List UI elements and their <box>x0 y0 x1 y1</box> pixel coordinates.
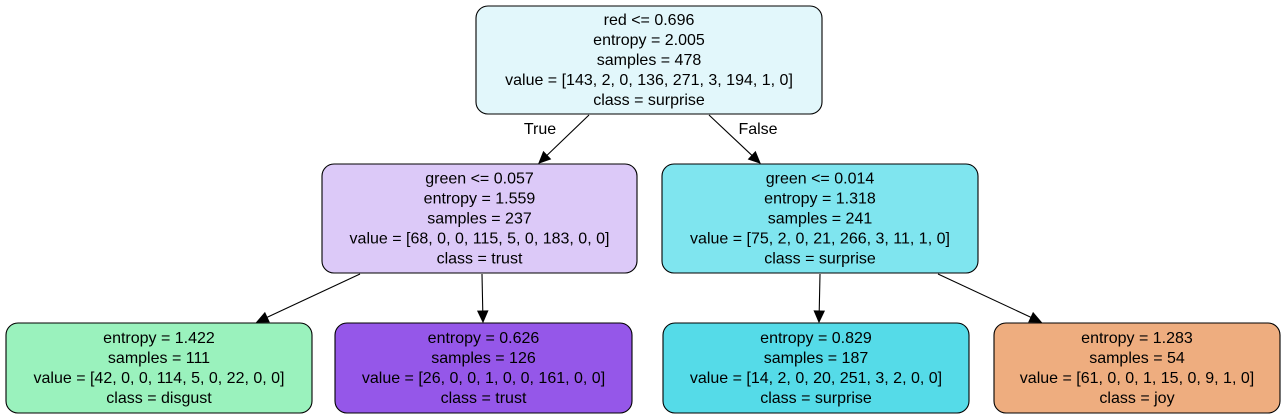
node-text-line: class = joy <box>1099 390 1174 407</box>
node-text-line: value = [75, 2, 0, 21, 266, 3, 11, 1, 0] <box>690 231 950 248</box>
node-text-line: samples = 187 <box>764 350 869 367</box>
edge-label: False <box>738 121 777 138</box>
edge-root-right: False <box>708 114 778 164</box>
edges-layer: True False <box>255 114 1043 324</box>
edge-right-rr <box>937 273 1043 323</box>
arrowhead-icon <box>255 311 270 323</box>
node-text-line: samples = 478 <box>597 52 702 69</box>
node-text-line: entropy = 1.283 <box>1081 330 1193 347</box>
tree-node-root: red <= 0.696 entropy = 2.005 samples = 478… <box>475 5 823 115</box>
node-text-line: entropy = 0.626 <box>428 330 540 347</box>
edge-right-rl <box>813 273 826 324</box>
node-box <box>662 322 970 414</box>
edge-line <box>708 114 753 156</box>
node-text-line: class = surprise <box>764 251 876 268</box>
node-box <box>475 5 823 115</box>
node-text-line: entropy = 2.005 <box>593 32 705 49</box>
edge-label: True <box>524 121 556 138</box>
node-text-line: class = surprise <box>593 92 705 109</box>
node-text-line: samples = 241 <box>768 211 873 228</box>
node-text-line: value = [143, 2, 0, 136, 271, 3, 194, 1,… <box>505 72 793 89</box>
node-text-line: value = [14, 2, 0, 20, 251, 3, 2, 0, 0] <box>690 370 942 387</box>
tree-node-ll: entropy = 1.422 samples = 111 value = [42,… <box>5 322 313 414</box>
edge-line <box>818 273 821 312</box>
node-text-line: entropy = 1.559 <box>424 191 536 208</box>
node-box <box>661 163 979 274</box>
edge-root-left: True <box>524 114 590 164</box>
node-text-line: green <= 0.057 <box>425 171 534 188</box>
node-box <box>334 322 633 414</box>
node-text-line: value = [61, 0, 0, 1, 15, 0, 9, 1, 0] <box>1020 370 1254 387</box>
tree-node-lr: entropy = 0.626 samples = 126 value = [26,… <box>334 322 633 414</box>
arrowhead-icon <box>476 310 489 324</box>
edge-line <box>937 273 1032 318</box>
tree-node-left: green <= 0.057 entropy = 1.559 samples = 2… <box>321 163 638 274</box>
node-text-line: value = [68, 0, 0, 115, 5, 0, 183, 0, 0] <box>350 231 610 248</box>
node-text-line: value = [26, 0, 0, 1, 0, 0, 161, 0, 0] <box>362 370 605 387</box>
node-text-line: class = surprise <box>760 390 872 407</box>
node-text-line: green <= 0.014 <box>766 171 875 188</box>
tree-node-rl: entropy = 0.829 samples = 187 value = [14,… <box>662 322 970 414</box>
node-text-line: value = [42, 0, 0, 114, 5, 0, 22, 0, 0] <box>34 370 285 387</box>
node-text-line: entropy = 0.829 <box>760 330 872 347</box>
node-text-line: entropy = 1.422 <box>103 330 215 347</box>
node-text-line: samples = 237 <box>427 211 532 228</box>
nodes-layer: red <= 0.696 entropy = 2.005 samples = 478… <box>5 5 1281 414</box>
node-box <box>5 322 313 414</box>
node-box <box>993 322 1281 414</box>
edge-line <box>481 273 484 312</box>
node-text-line: class = trust <box>441 390 527 407</box>
node-text-line: entropy = 1.318 <box>764 191 876 208</box>
node-text-line: class = disgust <box>106 390 212 407</box>
node-text-line: samples = 126 <box>431 350 536 367</box>
tree-node-rr: entropy = 1.283 samples = 54 value = [61, … <box>993 322 1281 414</box>
node-box <box>321 163 638 274</box>
edge-left-ll <box>255 273 361 323</box>
node-text-line: samples = 54 <box>1089 350 1185 367</box>
node-text-line: red <= 0.696 <box>604 12 695 29</box>
edge-line <box>266 273 361 318</box>
edge-left-lr <box>476 273 489 324</box>
node-text-line: class = trust <box>437 251 523 268</box>
arrowhead-icon <box>538 150 552 164</box>
arrowhead-icon <box>1028 311 1043 323</box>
tree-node-right: green <= 0.014 entropy = 1.318 samples = 2… <box>661 163 979 274</box>
node-text-line: samples = 111 <box>108 350 210 367</box>
edge-line <box>546 114 590 156</box>
arrowhead-icon <box>747 150 761 164</box>
arrowhead-icon <box>813 310 826 324</box>
